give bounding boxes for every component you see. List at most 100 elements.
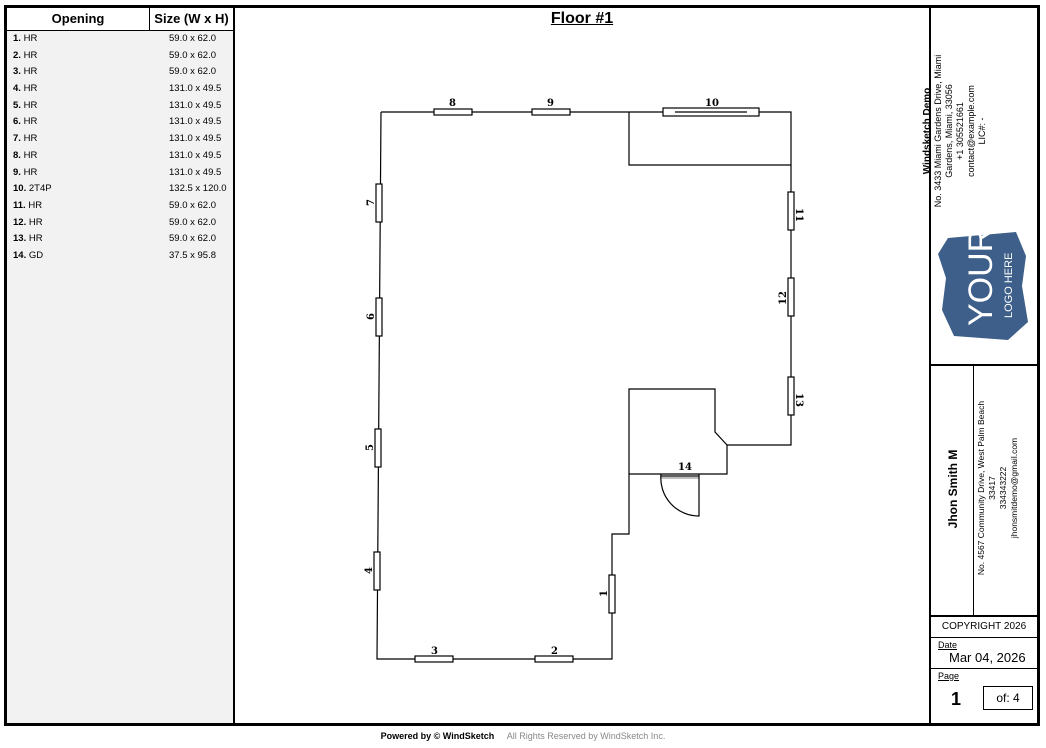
mark-8: 8 [449, 98, 456, 109]
opening-number: 9. [13, 166, 21, 178]
opening-size: 131.0 x 49.5 [169, 133, 222, 145]
table-row[interactable]: 7. HR 131.0 x 49.5 [7, 131, 233, 148]
client-phone: 334343222 [998, 466, 1008, 510]
opening-cell: 7. HR [7, 131, 149, 148]
mark-13: 13 [793, 393, 804, 407]
opening-5[interactable] [374, 428, 382, 468]
client-zip: 33417 [987, 476, 997, 500]
opening-cell: 14. GD [7, 248, 149, 265]
opening-number: 14. [13, 249, 27, 261]
table-row[interactable]: 12. HR 59.0 x 62.0 [7, 215, 233, 232]
opening-type: 2T4P [28, 183, 52, 195]
opening-cell: 6. HR [7, 114, 149, 131]
opening-number: 12. [13, 216, 27, 228]
opening-number: 5. [13, 99, 21, 111]
openings-table-header: Opening Size (W x H) [7, 8, 233, 31]
company-phone: +1 305521661 [955, 102, 965, 160]
opening-type: HR [23, 149, 38, 161]
logo-brush-shape [938, 232, 1028, 340]
date-label: Date [938, 640, 958, 650]
opening-13[interactable] [787, 376, 795, 416]
page-box: Page 1 of: 4 [931, 669, 1037, 723]
mark-5: 5 [365, 444, 376, 451]
opening-cell: 4. HR [7, 81, 149, 98]
opening-size: 59.0 x 62.0 [169, 216, 217, 228]
opening-size: 131.0 x 49.5 [169, 116, 222, 128]
mark-12: 12 [778, 291, 789, 305]
mark-11: 11 [793, 208, 804, 222]
client-details: No. 4567 Community Drive, West Palm Beac… [976, 388, 1020, 588]
copyright: COPYRIGHT 2026 [931, 617, 1037, 638]
opening-1[interactable] [608, 574, 616, 614]
opening-number: 7. [13, 133, 21, 145]
opening-size: 59.0 x 62.0 [169, 233, 217, 245]
table-row[interactable]: 6. HR 131.0 x 49.5 [7, 114, 233, 131]
table-row[interactable]: 8. HR 131.0 x 49.5 [7, 148, 233, 165]
opening-cell: 12. HR [7, 215, 149, 232]
walls [376, 111, 792, 660]
client-divider [973, 366, 974, 615]
company-license: LIC#: - [977, 117, 987, 145]
floor-plan-area: Floor #1 [235, 8, 929, 723]
mark-1: 1 [599, 590, 610, 597]
opening-7[interactable] [375, 183, 383, 223]
table-row[interactable]: 14. GD 37.5 x 95.8 [7, 248, 233, 265]
opening-number: 8. [13, 149, 21, 161]
page-label: Page [938, 671, 960, 681]
opening-size: 131.0 x 49.5 [169, 149, 222, 161]
opening-number: 11. [13, 199, 26, 211]
opening-type: HR [23, 33, 38, 44]
mark-9: 9 [547, 98, 554, 109]
opening-4[interactable] [373, 551, 381, 591]
opening-cell: 10. 2T4P [7, 181, 149, 198]
opening-type: HR [23, 66, 38, 78]
mark-2: 2 [551, 646, 558, 657]
powered-by: Powered by © WindSketch [380, 731, 495, 741]
column-header-opening: Opening [7, 8, 150, 30]
opening-number: 2. [13, 49, 21, 61]
opening-3[interactable] [414, 655, 454, 663]
floor-title: Floor #1 [550, 10, 614, 27]
date-box: Date Mar 04, 2026 [931, 638, 1037, 669]
opening-type: HR [23, 133, 38, 145]
title-block: Windsketch Demo No. 3433 Miami Gardens D… [922, 8, 1037, 723]
opening-size: 37.5 x 95.8 [169, 249, 217, 261]
company-email: contact@example.com [966, 85, 976, 177]
opening-type: HR [28, 216, 43, 228]
opening-2[interactable] [534, 655, 574, 663]
mark-14: 14 [678, 462, 692, 473]
company-address2: Gardens, Miami, 33056 [944, 84, 954, 178]
opening-number: 6. [13, 116, 21, 128]
opening-11[interactable] [787, 191, 795, 231]
company-logo: YOUR LOGO HERE [938, 228, 1028, 340]
company-address1: No. 3433 Miami Gardens Drive, Miami [933, 54, 943, 208]
opening-marks: 8 9 10 3 2 14 7 6 5 4 1 11 12 13 [364, 98, 804, 657]
date-value: Mar 04, 2026 [949, 650, 1026, 665]
opening-9[interactable] [531, 108, 571, 116]
door-14[interactable] [660, 473, 700, 517]
opening-cell: 11. HR [7, 198, 149, 215]
mark-3: 3 [431, 646, 438, 657]
column-header-size: Size (W x H) [154, 11, 229, 26]
opening-number: 13. [13, 233, 27, 245]
rights-reserved: All Rights Reserved by WindSketch Inc. [506, 731, 666, 741]
opening-12[interactable] [787, 277, 795, 317]
mark-10: 10 [705, 98, 719, 109]
client-info: Jhon Smith M No. 4567 Community Drive, W… [931, 366, 1037, 617]
opening-number: 1. [13, 33, 21, 44]
mark-7: 7 [366, 199, 377, 206]
opening-8[interactable] [433, 108, 473, 116]
opening-6[interactable] [375, 297, 383, 337]
mark-4: 4 [364, 567, 375, 574]
